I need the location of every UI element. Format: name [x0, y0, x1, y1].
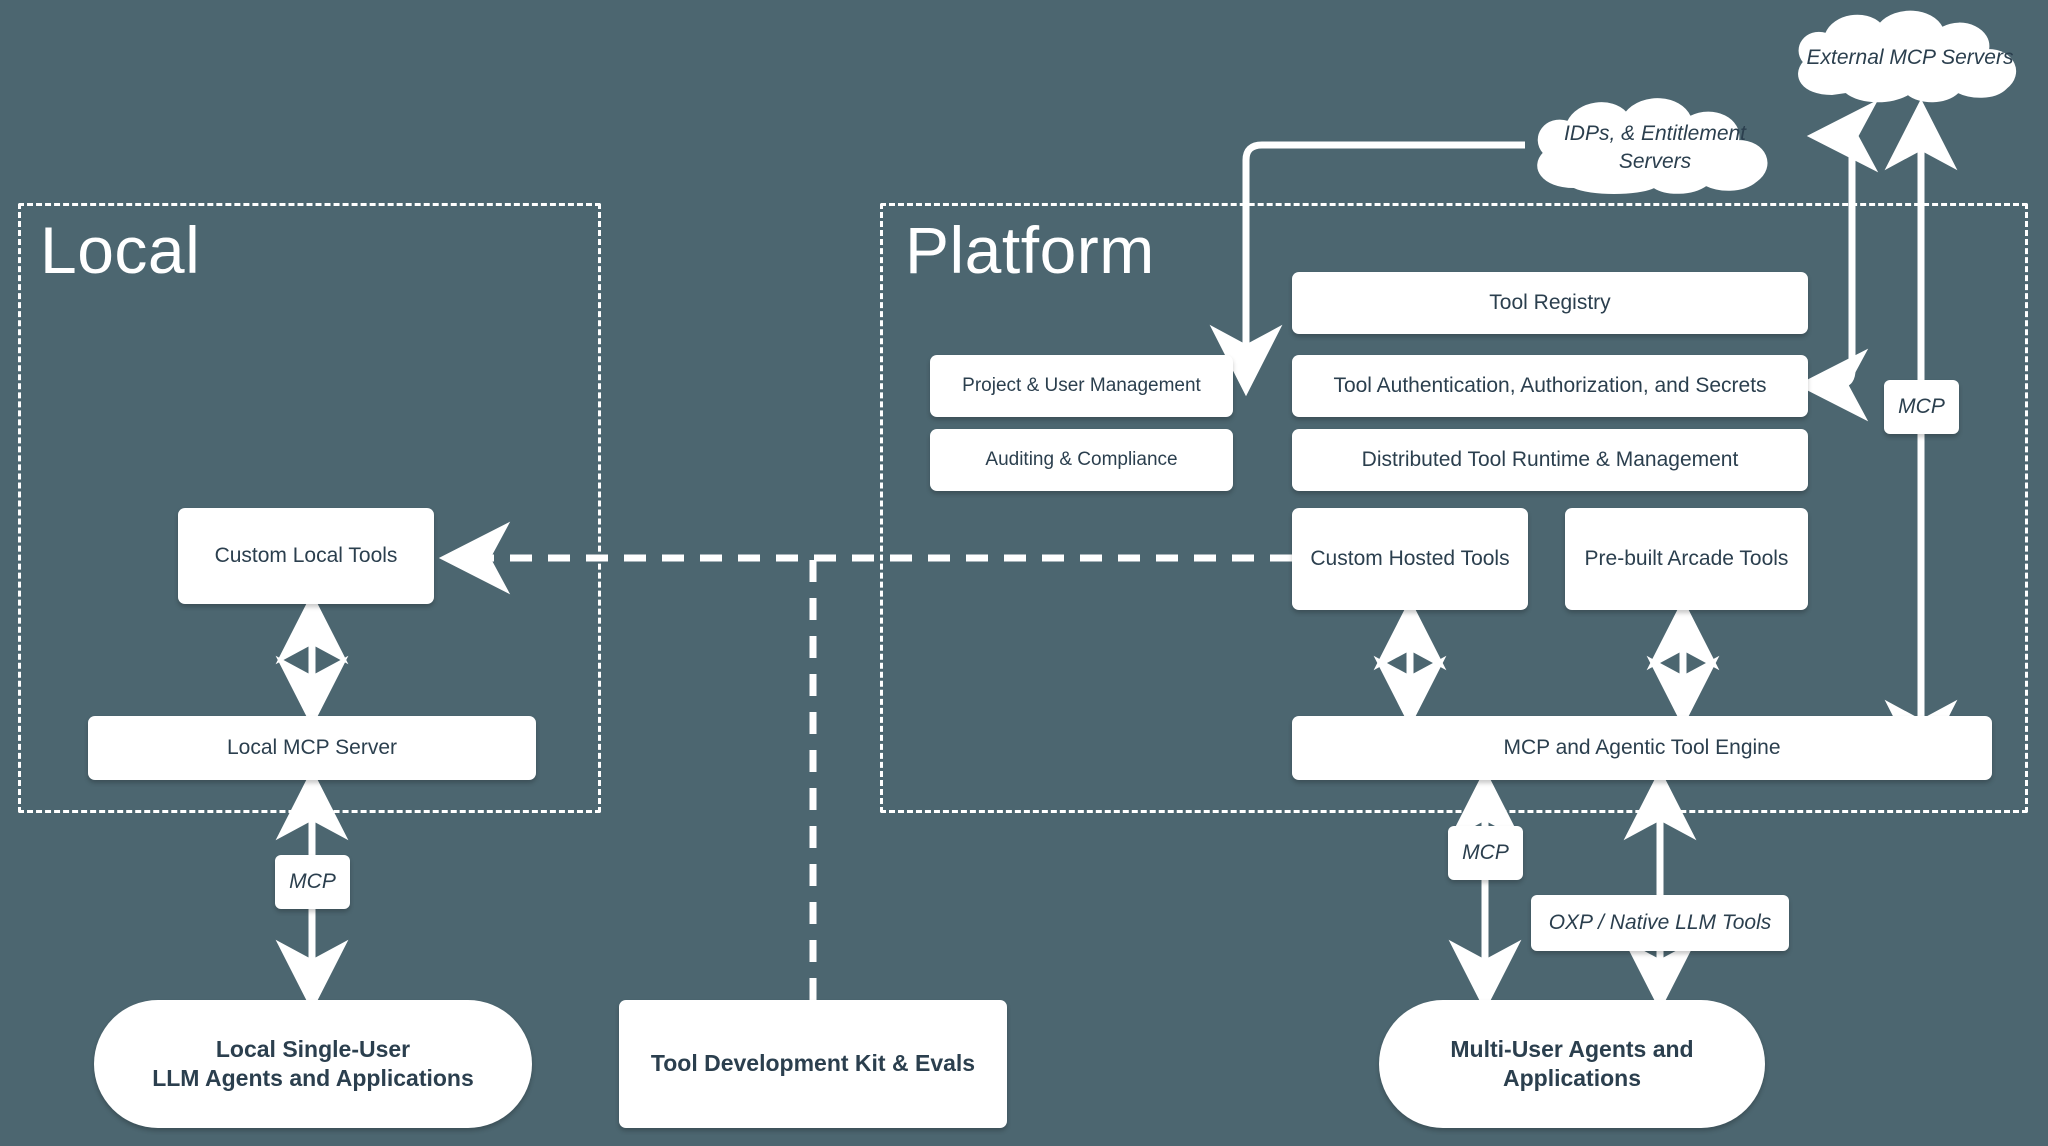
- node-multi-user-agents[interactable]: Multi-User Agents and Applications: [1379, 1000, 1765, 1128]
- node-tool-authentication-authorization-secrets[interactable]: Tool Authentication, Authorization, and …: [1292, 355, 1808, 417]
- zone-platform: [880, 203, 2028, 813]
- node-auditing-compliance[interactable]: Auditing & Compliance: [930, 429, 1233, 491]
- node-custom-hosted-tools[interactable]: Custom Hosted Tools: [1292, 508, 1528, 610]
- node-prebuilt-arcade-tools[interactable]: Pre-built Arcade Tools: [1565, 508, 1808, 610]
- node-multi-user-agents-line2: Applications: [1502, 1065, 1641, 1091]
- node-custom-local-tools[interactable]: Custom Local Tools: [178, 508, 434, 604]
- node-project-user-management[interactable]: Project & User Management: [930, 355, 1233, 417]
- node-distributed-tool-runtime-management[interactable]: Distributed Tool Runtime & Management: [1292, 429, 1808, 491]
- node-local-mcp-server[interactable]: Local MCP Server: [88, 716, 536, 780]
- cloud-external-mcp-servers: External MCP Servers: [1780, 8, 2040, 108]
- node-tool-development-kit[interactable]: Tool Development Kit & Evals: [619, 1000, 1007, 1128]
- node-local-agents-line2: LLM Agents and Applications: [152, 1065, 474, 1091]
- node-multi-user-agents-line1: Multi-User Agents and: [1450, 1035, 1694, 1062]
- zone-local: [18, 203, 601, 813]
- tag-platform-mcp-right: MCP: [1884, 380, 1959, 434]
- zone-platform-title: Platform: [905, 213, 1155, 287]
- tag-local-mcp: MCP: [275, 855, 350, 909]
- cloud-shape-icon: [1537, 98, 1768, 194]
- tag-platform-mcp-bottom: MCP: [1448, 826, 1523, 880]
- cloud-idps-entitlement-servers: IDPs, & Entitlement Servers: [1520, 95, 1790, 200]
- cloud-external-mcp-servers-label: External MCP Servers: [1806, 46, 2014, 70]
- cloud-idps-entitlement-servers-label: IDPs, & Entitlement Servers: [1563, 122, 1747, 173]
- node-local-agents[interactable]: Local Single-User LLM Agents and Applica…: [94, 1000, 532, 1128]
- node-mcp-agentic-tool-engine[interactable]: MCP and Agentic Tool Engine: [1292, 716, 1992, 780]
- zone-local-title: Local: [40, 213, 201, 287]
- node-tool-registry[interactable]: Tool Registry: [1292, 272, 1808, 334]
- tag-oxp-native-llm-tools: OXP / Native LLM Tools: [1531, 895, 1789, 951]
- node-local-agents-line1: Local Single-User: [215, 1035, 411, 1062]
